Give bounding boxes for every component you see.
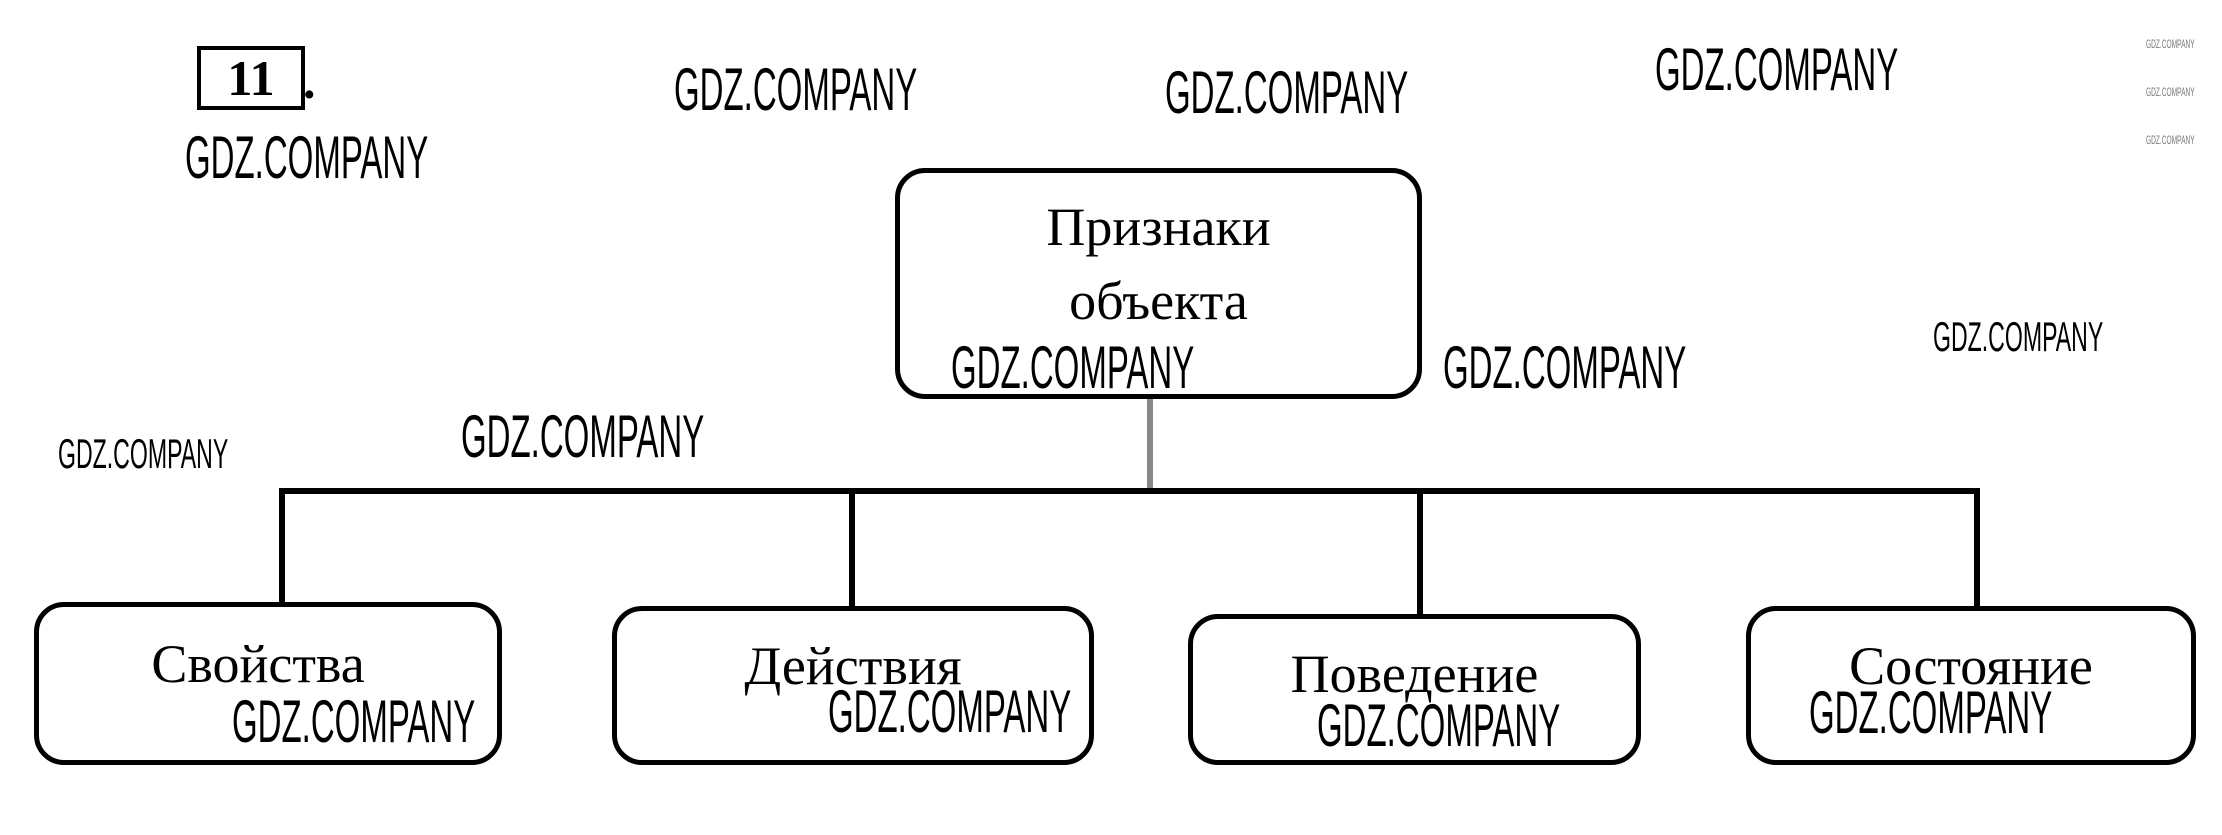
watermark: GDZ.COMPANY [58, 430, 229, 477]
watermark: GDZ.COMPANY [232, 688, 476, 755]
branch-3 [1417, 488, 1423, 616]
child-label: Состояние [1849, 635, 2093, 696]
task-number-dot: . [303, 53, 316, 109]
root-label-line1: Признаки [1046, 196, 1271, 257]
branch-4 [1974, 488, 1980, 608]
watermark: GDZ.COMPANY [1933, 313, 2104, 360]
watermark: GDZ.COMPANY [2146, 37, 2195, 51]
watermark: GDZ.COMPANY [2146, 85, 2195, 99]
child-label: Свойства [151, 633, 365, 694]
watermark: GDZ.COMPANY [828, 678, 1072, 745]
watermark: GDZ.COMPANY [1317, 692, 1561, 759]
horizontal-connector [282, 488, 1980, 494]
branch-1 [279, 488, 285, 606]
child-node-behavior: Поведение [1188, 614, 1641, 765]
watermark: GDZ.COMPANY [185, 124, 429, 191]
root-node: Признаки объекта [895, 168, 1422, 399]
root-label-line2: объекта [1069, 270, 1248, 331]
watermark: GDZ.COMPANY [951, 334, 1195, 401]
child-node-properties: Свойства [34, 602, 502, 765]
child-label: Действия [744, 635, 962, 696]
watermark: GDZ.COMPANY [674, 56, 918, 123]
watermark: GDZ.COMPANY [1443, 334, 1687, 401]
task-number: 11 [197, 46, 305, 110]
child-node-state: Состояние [1746, 606, 2196, 765]
watermark: GDZ.COMPANY [2146, 133, 2195, 147]
child-node-actions: Действия [612, 606, 1094, 765]
watermark: GDZ.COMPANY [1809, 679, 2053, 746]
watermark: GDZ.COMPANY [1655, 36, 1899, 103]
branch-2 [849, 488, 855, 608]
watermark: GDZ.COMPANY [461, 403, 705, 470]
child-label: Поведение [1290, 643, 1539, 704]
watermark: GDZ.COMPANY [1165, 59, 1409, 126]
root-connector [1147, 399, 1153, 493]
